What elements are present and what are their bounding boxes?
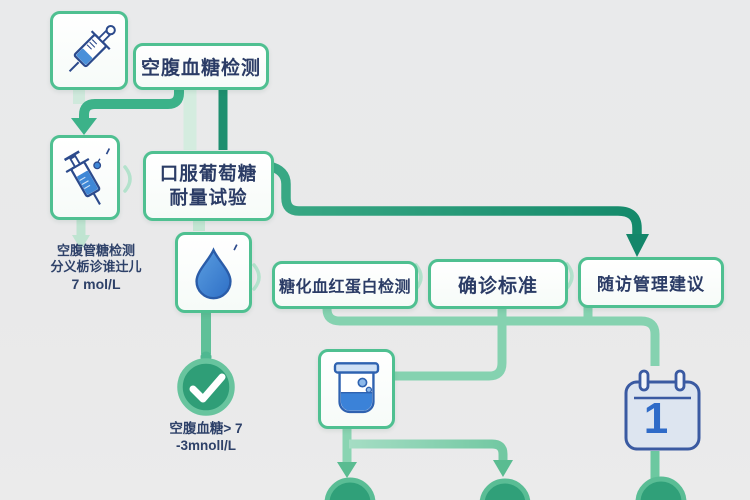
fasting-note-line2: 分义栃诊谁辻儿 [50,259,142,275]
status-circle-icon [324,476,687,500]
criteria-node: 确诊标准 [428,259,568,309]
water-drop-icon [195,244,238,300]
blood-drop-node [175,232,252,313]
fasting-note-line3: 7 mol/L [71,275,121,292]
followup-node: 随访管理建议 [578,257,724,308]
arrowhead-syringe2 [71,118,97,135]
arrowhead-note [72,235,90,250]
calendar-icon [624,369,701,451]
connector-beaker-branch [349,439,508,461]
sample-syringe-node [50,135,120,220]
calendar-node: 1 [623,368,702,452]
fasting-note: 空腹管糖检测 分义栃诊谁辻儿 7 mol/L [36,243,156,293]
fasting-syringe-node [50,11,128,90]
arrowhead-circle1 [337,462,357,478]
ogtt-label-line2: 耐量试验 [169,187,248,208]
arrowhead-circle2 [493,460,513,477]
check-circle-icon [177,351,235,416]
chevron-icon [252,263,261,291]
chevron-icon [565,262,574,290]
connector-hba1c-to-calendar [322,304,660,366]
specimen-jar-node [318,349,395,429]
chevron-icon [123,165,132,193]
ogtt-label-line1: 口服葡萄糖 [159,162,258,184]
check-note-line1: 空腹血糖> 7 [169,421,243,436]
check-note-line2: -3mnoll/L [176,437,236,453]
calendar-day-number: 1 [643,394,669,443]
followup-label: 随访管理建议 [597,275,705,294]
arrowhead-followup [626,234,649,257]
arrow-ogtt-to-followup [267,161,642,236]
syringe-icon [68,25,116,73]
fasting-note-line1: 空腹管糖检测 [56,243,135,258]
connector-criteria-to-beaker [390,304,507,381]
fasting-test-label: 空腹血糖检测 [140,58,261,79]
ogtt-node: 口服葡萄糖 耐量试验 [143,151,274,221]
hba1c-node: 糖化血红蛋白检测 [272,261,418,309]
syringe-sample-icon [63,147,111,205]
criteria-label: 确诊标准 [457,275,538,297]
specimen-jar-icon [333,362,380,414]
hba1c-label: 糖化血红蛋白检测 [278,279,411,296]
fasting-test-node: 空腹血糖检测 [133,43,269,90]
arrow-fasting-to-syringe2 [79,85,184,119]
check-note: 空腹血糖> 7 -3mnoll/L [150,421,262,455]
